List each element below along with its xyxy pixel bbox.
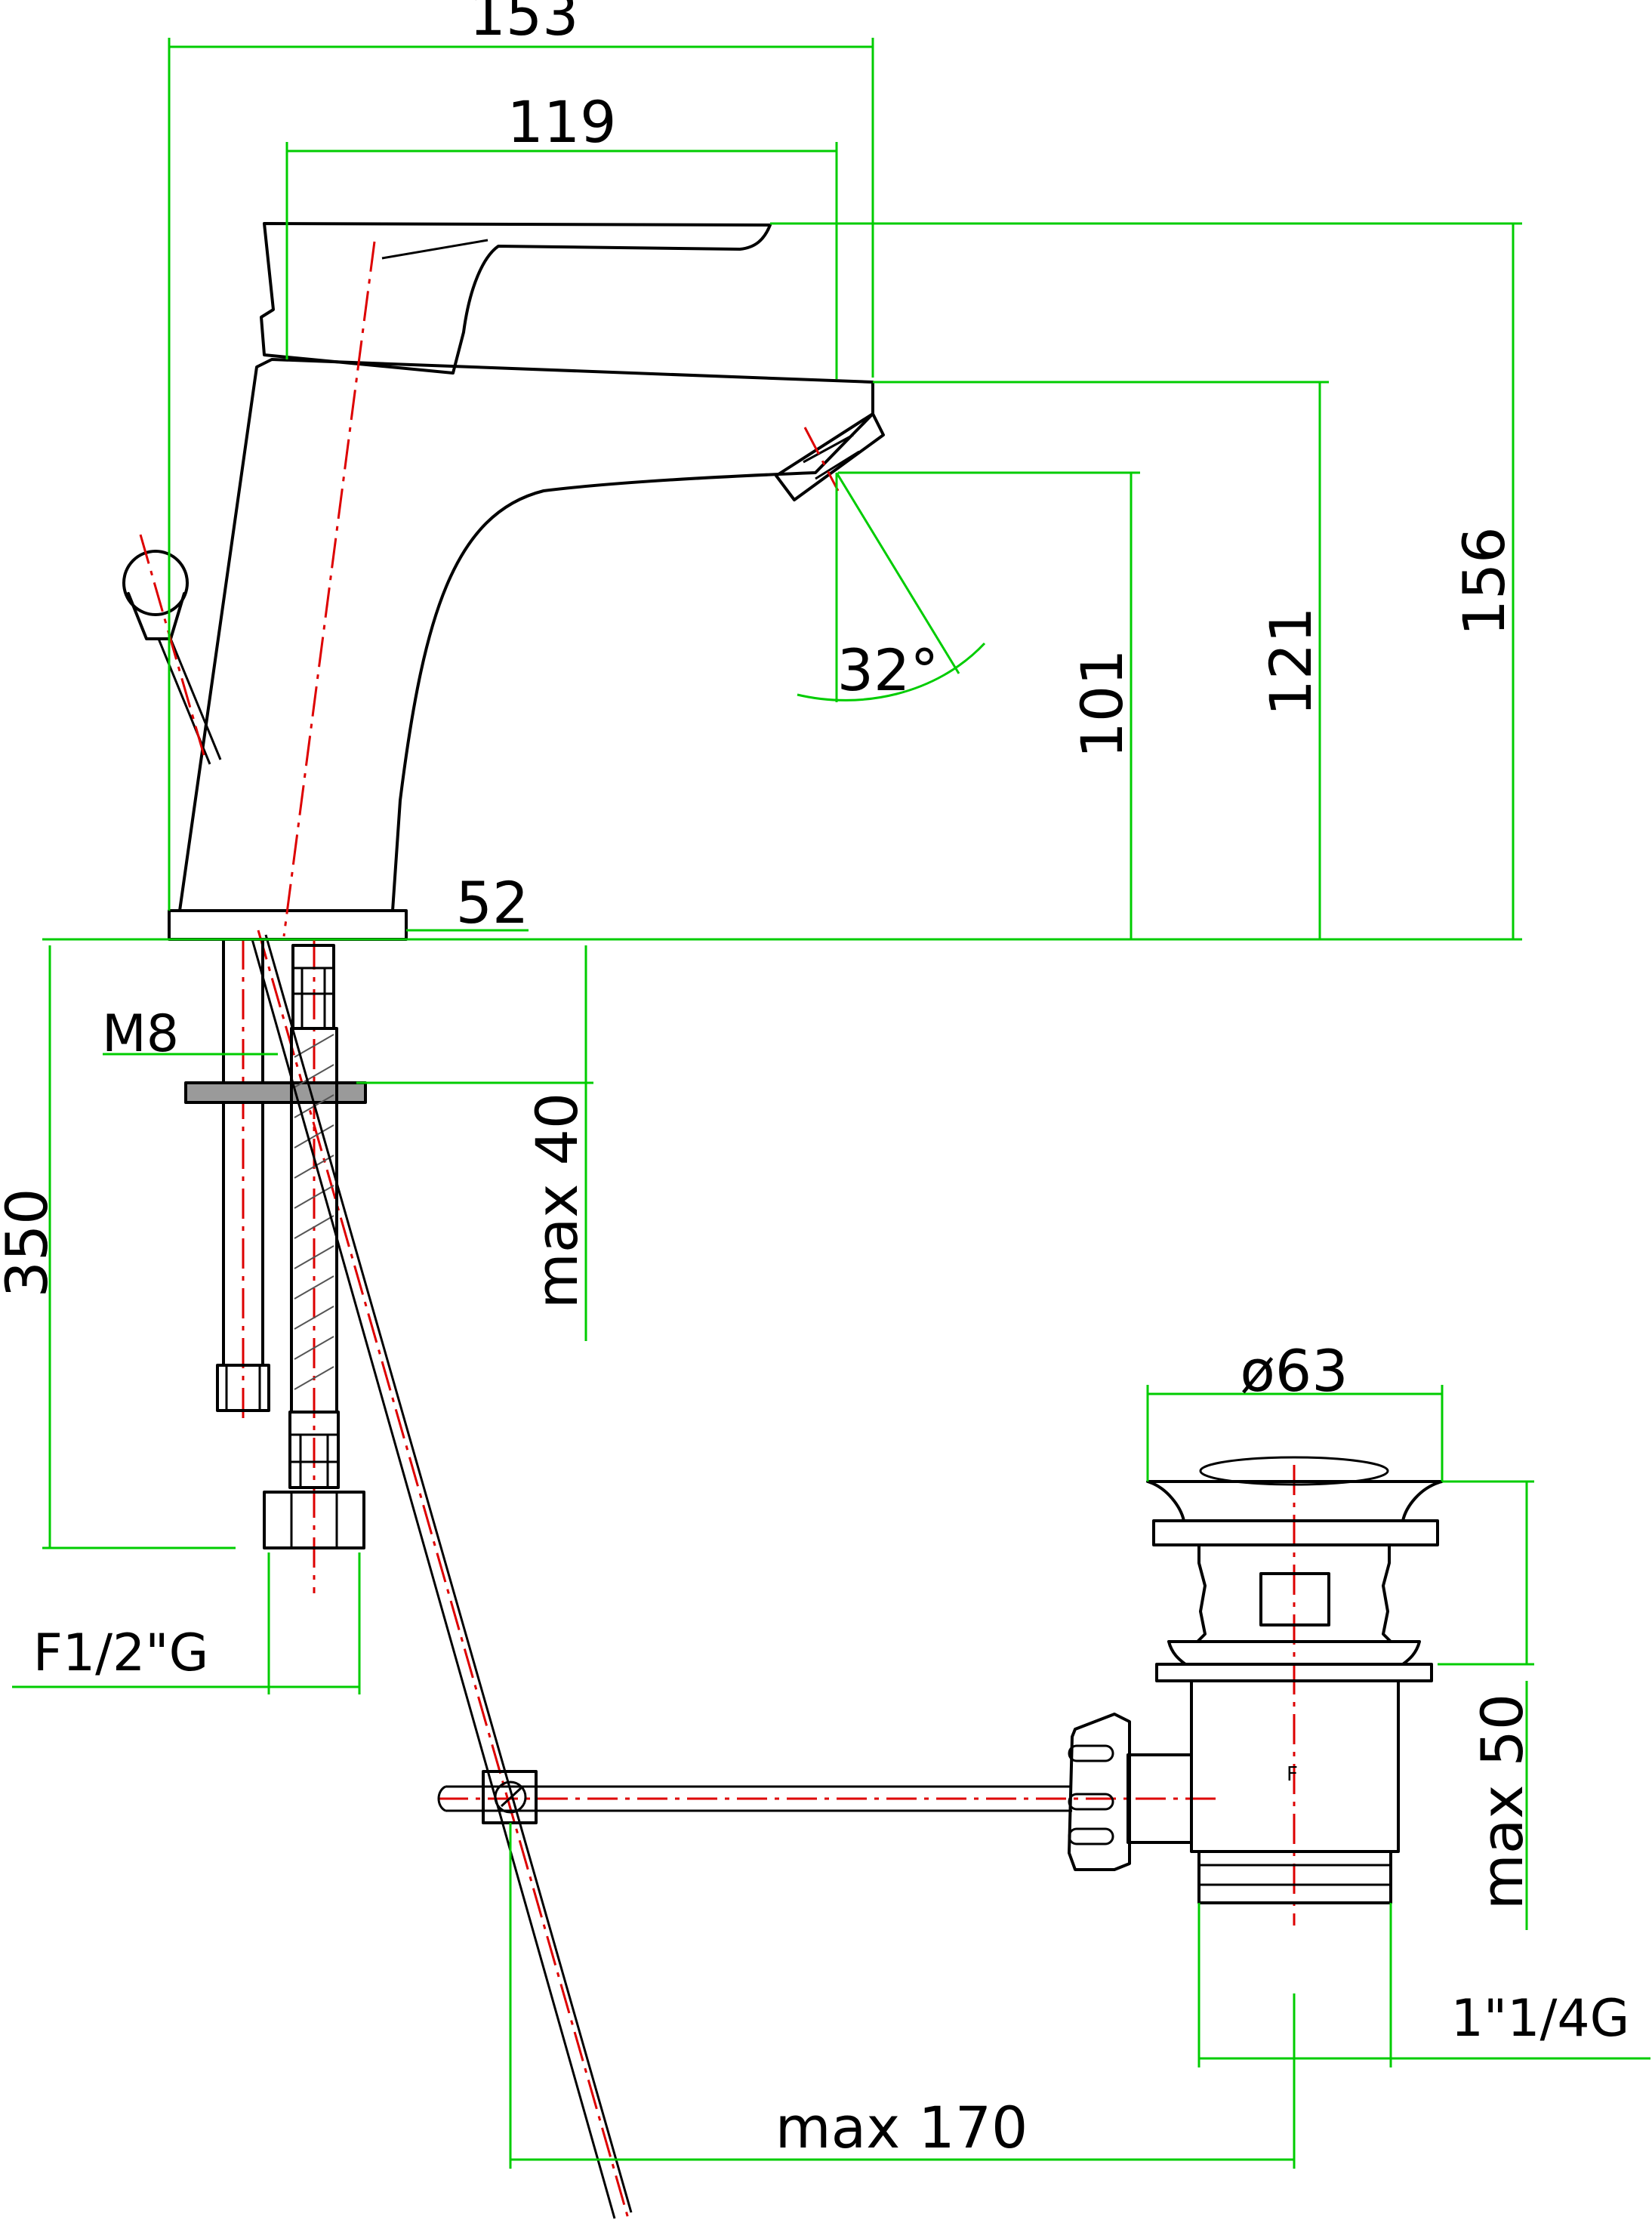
dim-hose-length: 350 — [0, 1188, 60, 1297]
fixing-bracket — [184, 1081, 367, 1104]
dim-waste-thread: 1"1/4G — [1451, 1989, 1630, 2049]
dim-stud-thread: M8 — [102, 1004, 179, 1064]
waste-assembly: F — [437, 1456, 1444, 1904]
popup-rod — [251, 934, 633, 2219]
dim-max-deck-thickness: max 40 — [523, 1093, 590, 1309]
dim-outlet-height: 101 — [1068, 649, 1136, 758]
dim-overall-depth: 153 — [469, 0, 578, 48]
dim-waste-max-thickness: max 50 — [1469, 1694, 1536, 1910]
dim-waste-diameter: ø63 — [1240, 1337, 1348, 1404]
dim-rod-max-length: max 170 — [775, 2094, 1028, 2161]
dim-base-diameter: 52 — [456, 869, 529, 936]
dim-total-height: 156 — [1450, 526, 1518, 636]
dimension-labels: 153 119 156 121 101 32° 52 M8 max 40 350… — [0, 0, 1629, 2161]
dim-hose-connection: F1/2"G — [33, 1623, 209, 1683]
waste-mark-letter: F — [1287, 1763, 1298, 1786]
faucet-body — [122, 222, 885, 941]
dimension-lines — [12, 38, 1650, 2169]
dim-spout-reach: 119 — [507, 88, 616, 156]
dim-spout-top-height: 121 — [1257, 606, 1324, 716]
dim-spray-angle: 32° — [837, 637, 939, 704]
centerlines — [139, 241, 1296, 2219]
